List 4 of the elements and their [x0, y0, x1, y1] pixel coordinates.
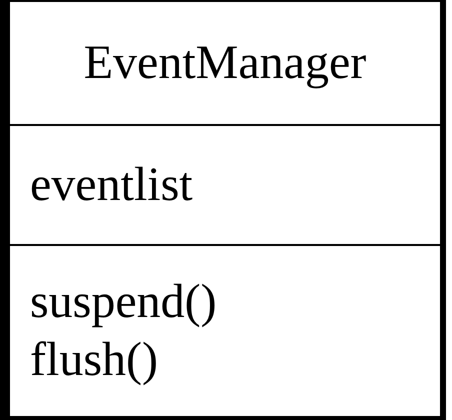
- attribute: eventlist: [30, 157, 193, 213]
- method: suspend(): [30, 274, 217, 330]
- class-name: EventManager: [84, 35, 366, 91]
- method: flush(): [30, 332, 158, 388]
